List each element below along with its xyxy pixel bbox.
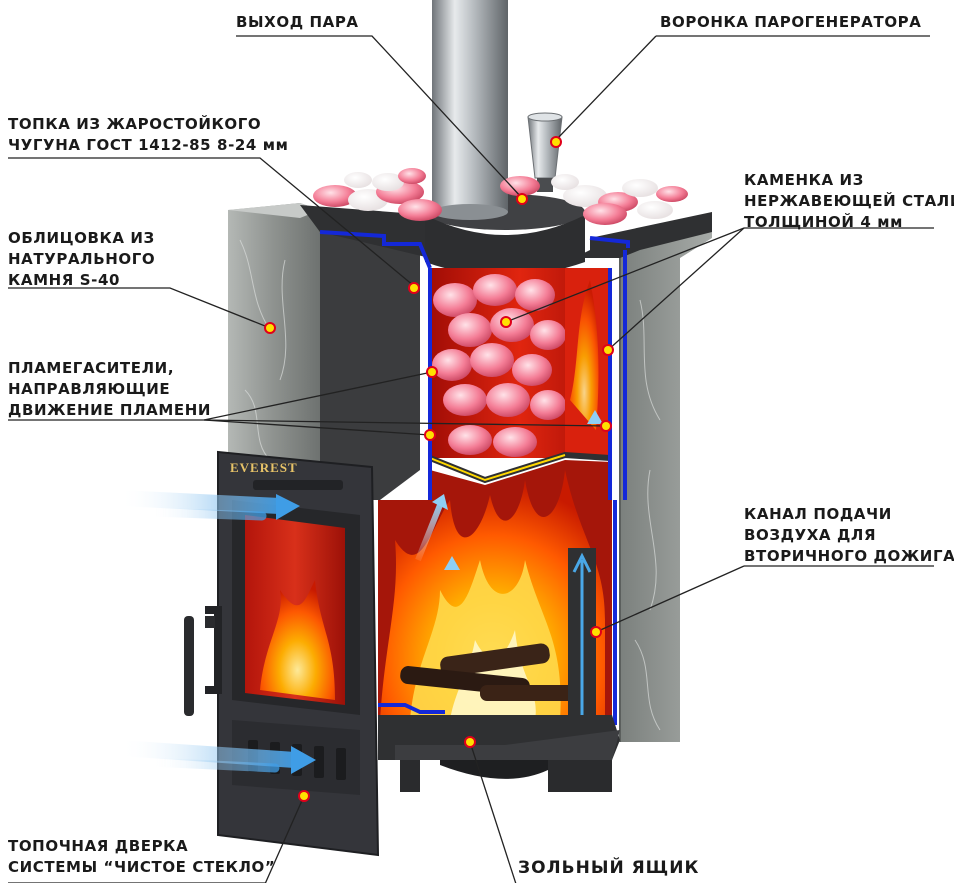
label-heater-line-1: КАМЕНКА ИЗ — [744, 171, 864, 189]
label-fire-door-line-2: СИСТЕМЫ “ЧИСТОЕ СТЕКЛО” — [8, 858, 276, 876]
marker-ash-box — [464, 736, 476, 748]
label-air-channel-line-2: ВОЗДУХА ДЛЯ — [744, 526, 877, 544]
label-heater: КАМЕНКА ИЗ НЕРЖАВЕЮЩЕЙ СТАЛИ ТОЛЩИНОЙ 4 … — [744, 170, 954, 233]
label-heater-line-2: НЕРЖАВЕЮЩЕЙ СТАЛИ — [744, 192, 954, 210]
firewood — [400, 643, 590, 701]
label-ash-box-text: ЗОЛЬНЫЙ ЯЩИК — [518, 858, 700, 878]
label-steam-outlet: ВЫХОД ПАРА — [236, 12, 359, 33]
label-steam-funnel: ВОРОНКА ПАРОГЕНЕРАТОРА — [660, 12, 921, 33]
ash-box — [395, 730, 620, 760]
label-firebox-line-2: ЧУГУНА ГОСТ 1412-85 8-24 мм — [8, 136, 289, 154]
label-heater-line-3: ТОЛЩИНОЙ 4 мм — [744, 213, 903, 231]
chimney-pipe — [432, 0, 508, 212]
label-air-channel-line-1: КАНАЛ ПОДАЧИ — [744, 505, 892, 523]
label-firebox: ТОПКА ИЗ ЖАРОСТОЙКОГО ЧУГУНА ГОСТ 1412-8… — [8, 114, 289, 156]
stove-top-plate — [300, 205, 712, 265]
heater-stones — [432, 274, 566, 457]
marker-air-channel — [590, 626, 602, 638]
brand-logo: EVEREST — [230, 460, 298, 475]
label-flame-arresters: ПЛАМЕГАСИТЕЛИ, НАПРАВЛЯЮЩИЕ ДВИЖЕНИЕ ПЛА… — [8, 358, 211, 421]
label-ash-box: ЗОЛЬНЫЙ ЯЩИК — [518, 858, 699, 879]
label-air-channel-line-3: ВТОРИЧНОГО ДОЖИГА — [744, 547, 954, 565]
stainless-steel-heater-outline — [319, 230, 630, 725]
label-flame-arresters-line-1: ПЛАМЕГАСИТЕЛИ, — [8, 359, 175, 377]
marker-firebox — [408, 282, 420, 294]
stone-cladding-right — [620, 212, 712, 742]
marker-flame-arrester-1 — [426, 366, 438, 378]
label-firebox-line-1: ТОПКА ИЗ ЖАРОСТОЙКОГО — [8, 115, 262, 133]
label-fire-door-line-1: ТОПОЧНАЯ ДВЕРКА — [8, 837, 189, 855]
label-steam-outlet-text: ВЫХОД ПАРА — [236, 13, 359, 31]
top-stones — [313, 168, 688, 225]
marker-heater-1 — [500, 316, 512, 328]
marker-flame-arrester-2 — [424, 429, 436, 441]
label-air-channel: КАНАЛ ПОДАЧИ ВОЗДУХА ДЛЯ ВТОРИЧНОГО ДОЖИ… — [744, 504, 954, 567]
marker-steam-outlet — [516, 193, 528, 205]
label-steam-funnel-text: ВОРОНКА ПАРОГЕНЕРАТОРА — [660, 13, 922, 31]
label-flame-arresters-line-3: ДВИЖЕНИЕ ПЛАМЕНИ — [8, 401, 212, 419]
marker-fire-door — [298, 790, 310, 802]
marker-flame-arrester-3 — [600, 420, 612, 432]
marker-heater-2 — [602, 344, 614, 356]
label-flame-arresters-line-2: НАПРАВЛЯЮЩИЕ — [8, 380, 171, 398]
door-handle — [205, 606, 222, 694]
label-cladding-line-2: НАТУРАЛЬНОГО — [8, 250, 156, 268]
marker-cladding — [264, 322, 276, 334]
airflow-arrows — [112, 410, 603, 774]
label-cladding-line-3: КАМНЯ S-40 — [8, 271, 121, 289]
label-cladding: ОБЛИЦОВКА ИЗ НАТУРАЛЬНОГО КАМНЯ S-40 — [8, 228, 155, 291]
stone-cladding-left — [228, 203, 320, 475]
marker-steam-funnel — [550, 136, 562, 148]
callout-markers — [264, 136, 614, 802]
label-fire-door: ТОПОЧНАЯ ДВЕРКА СИСТЕМЫ “ЧИСТОЕ СТЕКЛО” — [8, 836, 275, 878]
label-cladding-line-1: ОБЛИЦОВКА ИЗ — [8, 229, 155, 247]
